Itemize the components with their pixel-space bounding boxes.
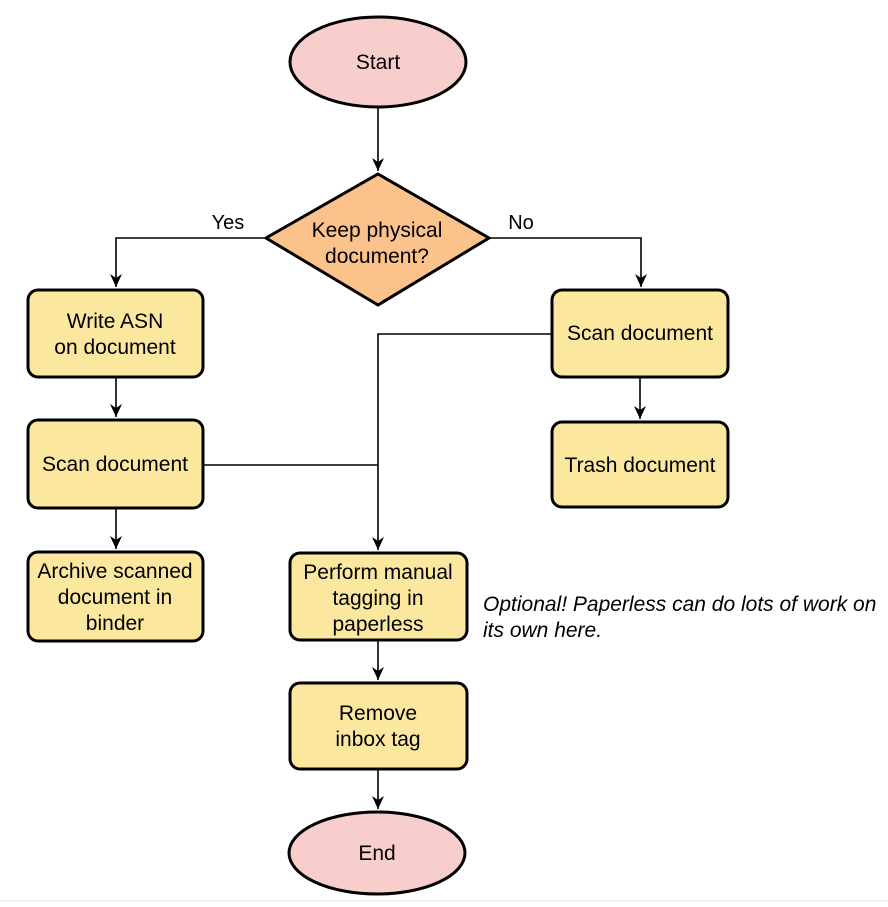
edge-decision-yes-to-write-asn	[110, 237, 264, 287]
node-start: Start	[288, 15, 468, 109]
node-scan-right: Scan document	[550, 288, 730, 379]
edge-scan-right-to-tagging	[372, 333, 551, 550]
archive-box	[26, 550, 205, 643]
trash-label: Trash document	[565, 454, 716, 477]
scan-left-box	[26, 418, 205, 510]
write-asn-box	[26, 288, 205, 379]
decision-label-line2: document?	[325, 245, 429, 268]
node-trash: Trash document	[550, 420, 730, 509]
remove-inbox-box	[288, 681, 469, 771]
end-label: End	[358, 842, 395, 865]
node-write-asn: Write ASN on document	[26, 288, 205, 379]
scan-left-label: Scan document	[42, 453, 188, 476]
end-ellipse	[287, 810, 467, 896]
archive-label-line3: binder	[86, 612, 144, 635]
annotation-line1: Optional! Paperless can do lots of work …	[483, 593, 876, 616]
annotation-line2: its own here.	[483, 619, 602, 642]
remove-inbox-label-line2: inbox tag	[335, 728, 420, 751]
write-asn-label-line1: Write ASN	[67, 310, 163, 333]
annotation: Optional! Paperless can do lots of work …	[483, 593, 876, 642]
node-archive: Archive scanned document in binder	[26, 550, 205, 643]
edge-label-no: No	[508, 212, 534, 234]
tagging-label-line3: paperless	[332, 613, 423, 636]
write-asn-label-line2: on document	[54, 336, 176, 359]
node-scan-left: Scan document	[26, 418, 205, 510]
scan-right-label: Scan document	[567, 322, 713, 345]
node-remove-inbox: Remove inbox tag	[288, 681, 469, 771]
page-divider	[0, 900, 888, 902]
node-end: End	[287, 810, 467, 896]
edge-decision-no-to-scan-right	[490, 237, 647, 287]
edge-label-yes: Yes	[212, 212, 245, 234]
tagging-label-line2: tagging in	[332, 587, 423, 610]
edges	[110, 108, 647, 809]
trash-box	[550, 420, 730, 509]
start-ellipse	[288, 15, 468, 109]
node-tagging: Perform manual tagging in paperless	[288, 551, 469, 642]
decision-diamond	[263, 172, 492, 307]
archive-label-line1: Archive scanned	[37, 560, 192, 583]
remove-inbox-label-line1: Remove	[339, 702, 417, 725]
tagging-label-line1: Perform manual	[303, 561, 452, 584]
archive-label-line2: document in	[58, 586, 172, 609]
decision-label-line1: Keep physical	[312, 219, 443, 242]
tagging-box	[288, 551, 469, 642]
scan-right-box	[550, 288, 730, 379]
node-decision: Keep physical document?	[263, 172, 492, 307]
start-label: Start	[356, 51, 401, 74]
